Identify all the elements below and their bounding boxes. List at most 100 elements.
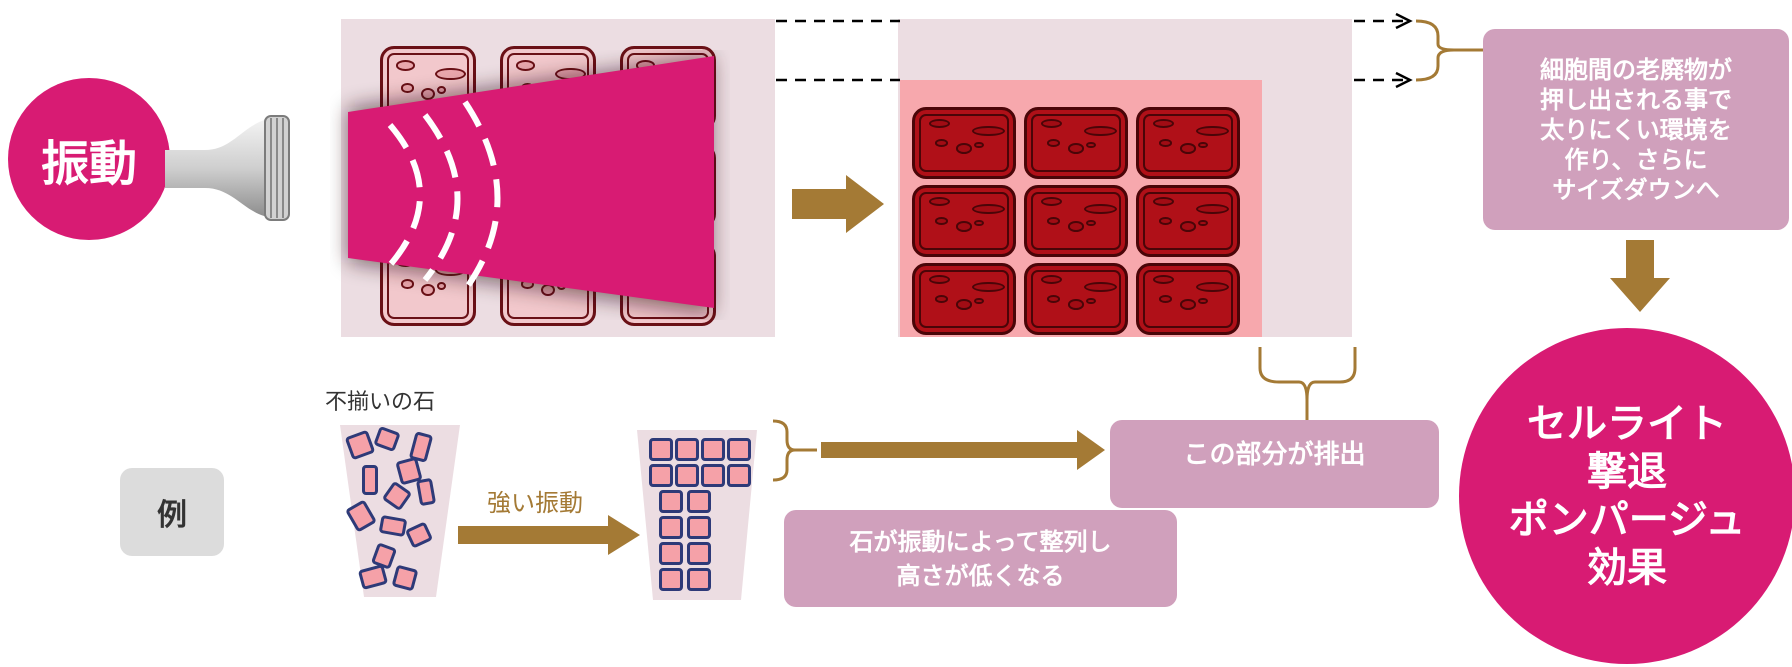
after-cell-grid bbox=[912, 107, 1240, 335]
massage-device-icon bbox=[165, 115, 290, 221]
cell bbox=[1024, 263, 1128, 335]
cell-organelle bbox=[1046, 217, 1061, 225]
cell-organelle bbox=[1040, 197, 1063, 207]
cell-organelle bbox=[928, 275, 951, 285]
cell-organelle bbox=[973, 297, 984, 305]
stone bbox=[727, 464, 751, 487]
cell-organelle bbox=[934, 217, 949, 225]
cell-organelle bbox=[1158, 217, 1173, 225]
stone bbox=[687, 542, 711, 565]
discharge-bracket bbox=[1258, 347, 1357, 422]
strong-vibration-arrow-icon bbox=[458, 515, 640, 555]
cell-organelle bbox=[1068, 143, 1084, 154]
uneven-stones-label: 不揃いの石 bbox=[325, 390, 436, 415]
down-arrow-icon bbox=[1610, 240, 1670, 312]
cell bbox=[912, 185, 1016, 257]
discharge-box: この部分が排出 bbox=[1110, 420, 1439, 508]
cell-organelle bbox=[420, 284, 436, 297]
cell bbox=[1024, 107, 1128, 179]
cell-organelle bbox=[956, 221, 972, 232]
cell-organelle bbox=[1083, 125, 1118, 137]
cell-organelle bbox=[1068, 221, 1084, 232]
cell-organelle bbox=[1195, 203, 1230, 215]
vibration-wave-icon bbox=[387, 100, 501, 292]
stone bbox=[701, 438, 725, 461]
stone bbox=[344, 429, 376, 461]
align-explanation-text: 石が振動によって整列し 高さが低くなる bbox=[849, 527, 1112, 590]
cell-organelle bbox=[1083, 203, 1118, 215]
waste-dashed-arrows bbox=[776, 12, 1486, 89]
cell-organelle bbox=[435, 67, 466, 81]
stone bbox=[362, 465, 378, 495]
stone bbox=[701, 464, 725, 487]
cell-organelle bbox=[401, 279, 414, 289]
cell-organelle bbox=[1040, 119, 1063, 129]
aligned-stones bbox=[637, 430, 757, 600]
vibration-label: 振動 bbox=[40, 136, 137, 192]
cell bbox=[912, 263, 1016, 335]
stone bbox=[687, 516, 711, 539]
cell-organelle bbox=[1158, 295, 1173, 303]
cell-organelle bbox=[1197, 141, 1208, 149]
example-label-box: 例 bbox=[120, 468, 224, 556]
cell-organelle bbox=[1152, 275, 1175, 285]
cell-organelle bbox=[1085, 219, 1096, 227]
cell-organelle bbox=[1046, 295, 1061, 303]
cell-organelle bbox=[1180, 221, 1196, 232]
cell-organelle bbox=[973, 219, 984, 227]
cell-organelle bbox=[1195, 125, 1230, 137]
result-label: セルライト 撃退 ポンパージュ 効果 bbox=[1508, 401, 1746, 591]
cell-organelle bbox=[973, 141, 984, 149]
cell-organelle bbox=[401, 83, 414, 93]
stone bbox=[649, 464, 673, 487]
stone bbox=[357, 563, 389, 591]
stone bbox=[659, 542, 683, 565]
cell-organelle bbox=[1083, 281, 1118, 293]
stone bbox=[344, 499, 378, 533]
example-bracket-arrow bbox=[772, 419, 1105, 482]
cell-organelle bbox=[1152, 197, 1175, 207]
stone bbox=[659, 568, 683, 591]
stone bbox=[659, 516, 683, 539]
vibration-circle: 振動 bbox=[8, 78, 170, 240]
cell-organelle bbox=[971, 125, 1006, 137]
strong-vibration-label: 強い振動 bbox=[487, 489, 583, 517]
cell-organelle bbox=[395, 59, 416, 71]
cell-organelle bbox=[515, 59, 536, 71]
cell-organelle bbox=[437, 282, 446, 291]
cell-organelle bbox=[971, 203, 1006, 215]
cell bbox=[1024, 185, 1128, 257]
stone bbox=[381, 480, 413, 512]
cell-organelle bbox=[928, 197, 951, 207]
cell-organelle bbox=[928, 119, 951, 129]
stone bbox=[727, 438, 751, 461]
example-label: 例 bbox=[157, 498, 187, 533]
cell-organelle bbox=[934, 295, 949, 303]
cell-organelle bbox=[1195, 281, 1230, 293]
cell-organelle bbox=[956, 299, 972, 310]
cell-organelle bbox=[1046, 139, 1061, 147]
cell-organelle bbox=[1085, 141, 1096, 149]
cell-organelle bbox=[934, 139, 949, 147]
cell bbox=[1136, 185, 1240, 257]
cell bbox=[912, 107, 1016, 179]
stone bbox=[415, 477, 437, 507]
waste-explanation-box: 細胞間の老廃物が 押し出される事で 太りにくい環境を 作り、さらに サイズダウン… bbox=[1483, 29, 1789, 230]
cell-organelle bbox=[971, 281, 1006, 293]
cell-organelle bbox=[1197, 219, 1208, 227]
cell bbox=[1136, 107, 1240, 179]
stone bbox=[378, 514, 408, 538]
cell-organelle bbox=[1085, 297, 1096, 305]
stone bbox=[687, 568, 711, 591]
discharge-text: この部分が排出 bbox=[1183, 440, 1366, 470]
vibration-beam bbox=[348, 56, 714, 314]
stone bbox=[687, 490, 711, 513]
result-circle: セルライト 撃退 ポンパージュ 効果 bbox=[1459, 328, 1792, 664]
cell-organelle bbox=[1068, 299, 1084, 310]
cell-organelle bbox=[1152, 119, 1175, 129]
cell-organelle bbox=[1197, 297, 1208, 305]
cell-organelle bbox=[1180, 299, 1196, 310]
stone bbox=[649, 438, 673, 461]
right-arrow-icon bbox=[792, 175, 884, 233]
cell-organelle bbox=[1180, 143, 1196, 154]
